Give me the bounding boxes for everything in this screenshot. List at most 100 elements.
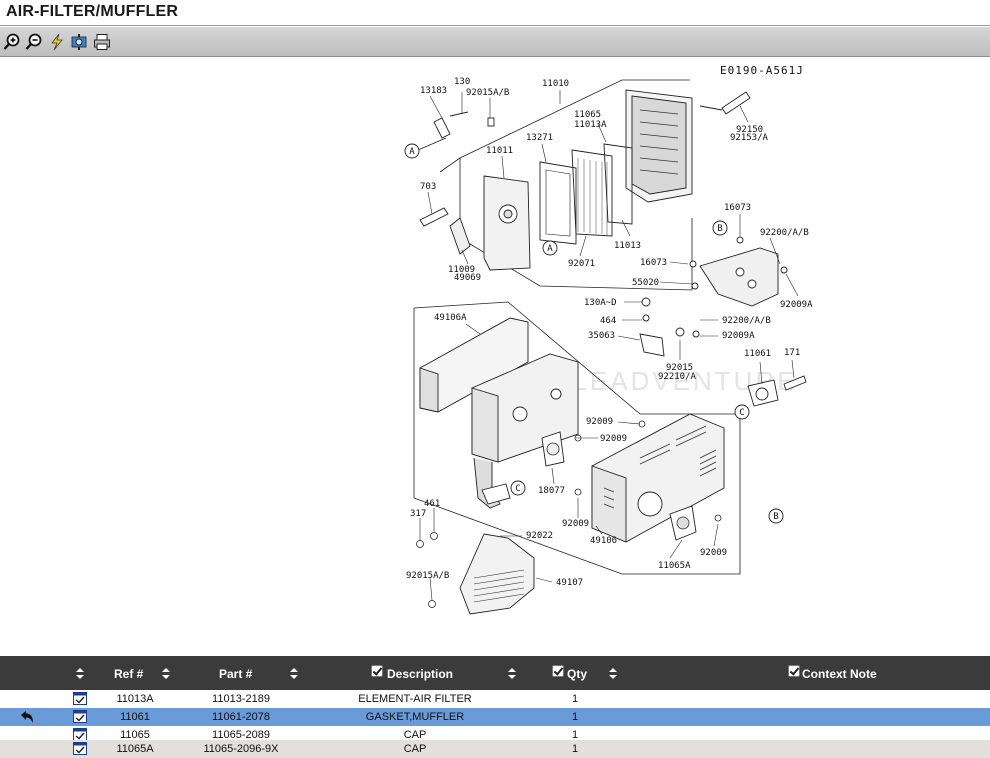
callout: 13183 xyxy=(420,86,447,96)
callout: 461 xyxy=(424,499,440,509)
qty-cell: 1 xyxy=(571,693,579,705)
callout: 11065 xyxy=(574,110,601,120)
print-icon[interactable] xyxy=(93,33,111,51)
callout: 49107 xyxy=(556,578,583,588)
callout: 11013 xyxy=(614,241,641,251)
callout: 130A~D xyxy=(584,298,617,308)
add-to-list-icon[interactable] xyxy=(73,742,87,755)
table-row[interactable]: 11061 11061-2078 GASKET,MUFFLER 1 xyxy=(0,708,990,726)
bolt-92150 xyxy=(699,91,751,115)
qty-checkbox[interactable] xyxy=(552,665,564,677)
callout: 49106 xyxy=(590,536,617,546)
callout: 92009 xyxy=(700,548,727,558)
part-cell: 11013-2189 xyxy=(212,693,270,705)
qty-cell: 1 xyxy=(571,711,579,723)
callout: 92009 xyxy=(600,434,627,444)
callout: 130 xyxy=(454,77,470,87)
callout: 703 xyxy=(420,182,436,192)
callout: 11065A xyxy=(658,561,691,571)
callout: 49069 xyxy=(454,273,481,283)
callout: 171 xyxy=(784,348,800,358)
add-to-list-icon[interactable] xyxy=(73,692,87,705)
page-title: AIR-FILTER/MUFFLER xyxy=(6,3,179,20)
callout: 92015A/B xyxy=(406,571,449,581)
column-part[interactable]: Part # xyxy=(219,667,253,681)
callout: 11061 xyxy=(744,349,771,359)
zoom-out-icon[interactable] xyxy=(25,33,43,51)
column-qty[interactable]: Qty xyxy=(567,667,588,681)
bracket-13183 xyxy=(417,111,495,151)
description-cell: CAP xyxy=(403,743,427,755)
return-arrow-icon[interactable] xyxy=(19,710,35,724)
callout: 13271 xyxy=(526,133,553,143)
column-context-note[interactable]: Context Note xyxy=(802,667,877,681)
ref-mark-b: B xyxy=(773,512,778,522)
callout: 11010 xyxy=(542,79,569,89)
part-cell: 11065-2096-9X xyxy=(203,743,279,755)
description-cell: GASKET,MUFFLER xyxy=(365,711,465,723)
sort-icon[interactable] xyxy=(76,668,84,679)
callout: 18077 xyxy=(538,486,565,496)
part-callouts: 130 13183 92015A/B 11010 11065 11013A 13… xyxy=(406,77,813,588)
fasteners xyxy=(416,420,722,608)
callout: 35063 xyxy=(588,331,615,341)
air-filter-cover xyxy=(625,89,693,203)
lightning-icon[interactable] xyxy=(48,33,66,51)
qty-cell: 1 xyxy=(571,729,579,741)
ref-mark-a: A xyxy=(409,147,415,157)
ref-cell: 11013A xyxy=(116,693,154,705)
description-cell: ELEMENT-AIR FILTER xyxy=(358,693,472,705)
air-filter-base xyxy=(483,175,531,271)
filter-gasket xyxy=(539,161,577,245)
reference-marks xyxy=(404,143,784,524)
table-row[interactable]: 11013A 11013-2189 ELEMENT-AIR FILTER 1 xyxy=(0,690,990,708)
sort-icon[interactable] xyxy=(162,668,170,679)
title-bar: AIR-FILTER/MUFFLER xyxy=(0,0,990,26)
callout: 92150 xyxy=(736,125,763,135)
sort-icon[interactable] xyxy=(508,668,516,679)
add-to-list-icon[interactable] xyxy=(73,710,87,723)
filter-element xyxy=(571,143,633,237)
column-ref[interactable]: Ref # xyxy=(114,667,144,681)
callout: 11013A xyxy=(574,120,607,130)
callout: 55020 xyxy=(632,278,659,288)
context-note-checkbox[interactable] xyxy=(788,665,800,677)
exploded-parts-diagram: LEADVENTURE xyxy=(400,58,990,654)
callout: 92009 xyxy=(586,417,613,427)
sort-icon[interactable] xyxy=(290,668,298,679)
callout: 16073 xyxy=(640,258,667,268)
description-checkbox[interactable] xyxy=(371,665,383,677)
lower-cover-49107 xyxy=(459,533,535,615)
callout: 92009 xyxy=(562,519,589,529)
leader-lines xyxy=(419,90,799,601)
column-description[interactable]: Description xyxy=(387,667,454,681)
callout: 92071 xyxy=(568,259,595,269)
callout: 92015 xyxy=(666,363,693,373)
callout: 92153/A xyxy=(730,133,769,143)
ref-mark-c: C xyxy=(739,408,744,418)
callout: 92200/A/B xyxy=(722,316,771,326)
callout: 92009A xyxy=(722,331,755,341)
callout: 92015A/B xyxy=(466,88,509,98)
muffler-cover xyxy=(591,413,725,543)
ref-mark-b: B xyxy=(717,224,722,234)
table-row[interactable]: 11065A 11065-2096-9X CAP 1 xyxy=(0,740,990,758)
callout: 11011 xyxy=(486,146,513,156)
zoom-in-icon[interactable] xyxy=(3,33,21,51)
callout: 92200/A/B xyxy=(760,228,809,238)
qty-cell: 1 xyxy=(571,743,579,755)
heat-shield-49106a xyxy=(419,317,529,413)
part-cell: 11061-2078 xyxy=(212,711,270,723)
toolbar xyxy=(0,27,990,57)
part-cell: 11065-2089 xyxy=(212,729,270,741)
callout: 49106A xyxy=(434,313,467,323)
ref-mark-c: C xyxy=(515,484,520,494)
parts-grid-header: Ref # Part # Description Qty Context Not… xyxy=(0,656,990,690)
sort-icon[interactable] xyxy=(609,668,617,679)
ref-cell: 11065A xyxy=(116,743,154,755)
stud-bolt xyxy=(419,207,471,255)
callout: 11009 xyxy=(448,265,475,275)
settings-icon[interactable] xyxy=(70,33,88,51)
callout: 464 xyxy=(600,316,616,326)
